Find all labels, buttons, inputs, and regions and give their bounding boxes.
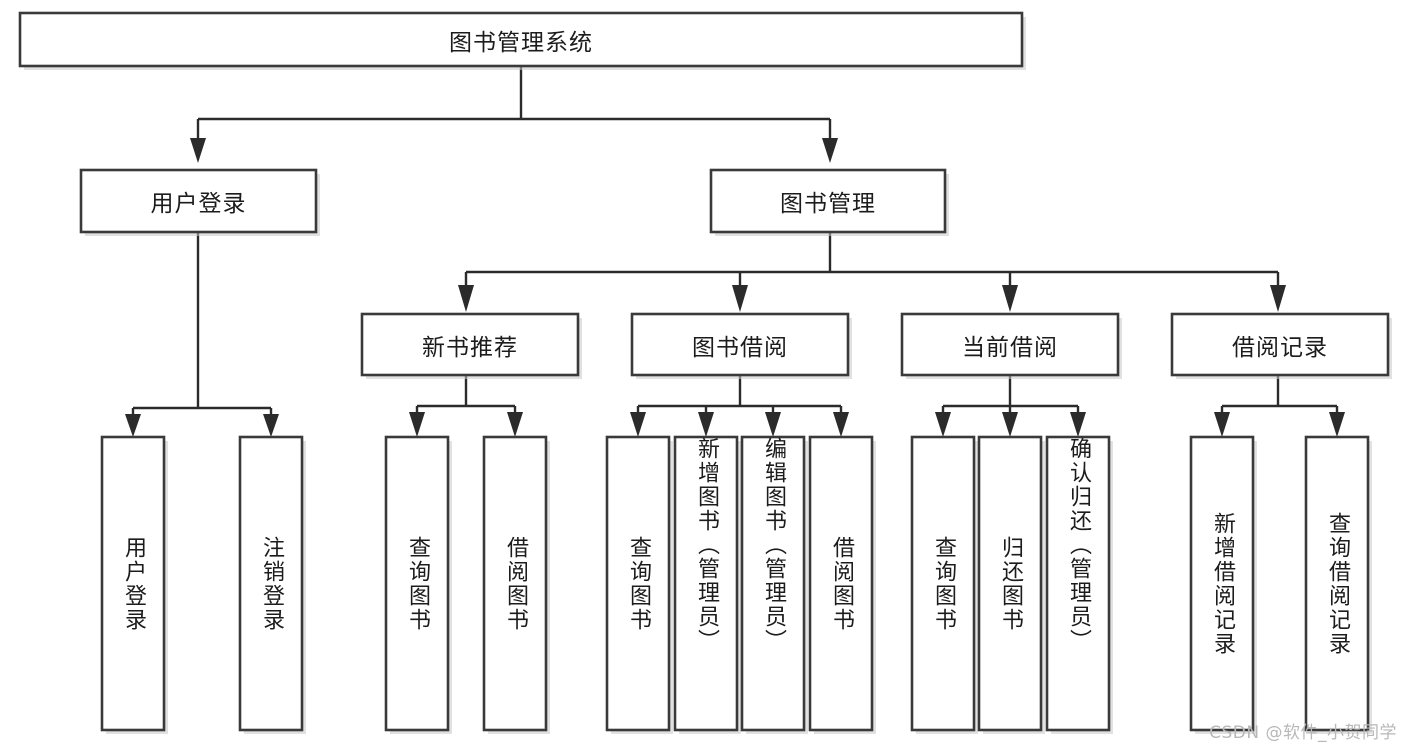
arrowhead-book-manage <box>822 138 838 163</box>
node-box-current-borrow[interactable] <box>900 312 1120 377</box>
node-box-leaf-query-book-3[interactable] <box>910 435 976 732</box>
arrowhead-leaf-query-book-1 <box>409 412 425 437</box>
node-box-leaf-query-record[interactable] <box>1304 435 1370 732</box>
arrowhead-user-login <box>190 138 206 163</box>
node-box-leaf-user-login[interactable] <box>100 435 166 732</box>
arrowhead-leaf-query-book-3 <box>935 412 951 437</box>
node-box-book-manage[interactable] <box>709 168 947 234</box>
arrowhead-leaf-borrow-book-1 <box>507 412 523 437</box>
connector-layer <box>125 66 1345 437</box>
node-box-leaf-confirm-return[interactable] <box>1045 435 1111 732</box>
node-box-leaf-borrow-book-1[interactable] <box>482 435 548 732</box>
arrowhead-leaf-query-record <box>1329 412 1345 437</box>
arrowhead-leaf-edit-book <box>765 412 781 437</box>
node-box-book-borrow[interactable] <box>630 312 850 377</box>
node-box-user-login[interactable] <box>79 168 318 234</box>
node-box-leaf-query-book-2[interactable] <box>605 435 671 732</box>
arrowhead-leaf-return-book <box>1002 412 1018 437</box>
arrowhead-leaf-add-book <box>698 412 714 437</box>
node-box-leaf-borrow-book-2[interactable] <box>808 435 874 732</box>
node-box-leaf-add-book[interactable] <box>673 435 739 732</box>
arrowhead-leaf-query-book-2 <box>630 412 646 437</box>
node-box-leaf-logout[interactable] <box>238 435 304 732</box>
arrowhead-borrow-record <box>1270 285 1286 312</box>
arrowhead-book-borrow <box>732 285 748 312</box>
node-box-leaf-edit-book[interactable] <box>740 435 806 732</box>
node-box-new-book-rec[interactable] <box>360 312 580 377</box>
arrowhead-leaf-logout <box>263 414 279 437</box>
arrowhead-leaf-user-login <box>125 414 141 437</box>
node-layer <box>18 11 1392 734</box>
arrowhead-new-book-rec <box>458 285 474 312</box>
node-box-leaf-add-record[interactable] <box>1189 435 1255 732</box>
node-box-leaf-query-book-1[interactable] <box>384 435 450 732</box>
arrowhead-leaf-borrow-book-2 <box>833 412 849 437</box>
arrowhead-leaf-confirm-return <box>1070 412 1086 437</box>
node-box-borrow-record[interactable] <box>1170 312 1390 377</box>
arrowhead-leaf-add-record <box>1214 412 1230 437</box>
arrowhead-current-borrow <box>1002 285 1018 312</box>
node-box-root[interactable] <box>18 11 1024 68</box>
node-box-leaf-return-book[interactable] <box>977 435 1043 732</box>
